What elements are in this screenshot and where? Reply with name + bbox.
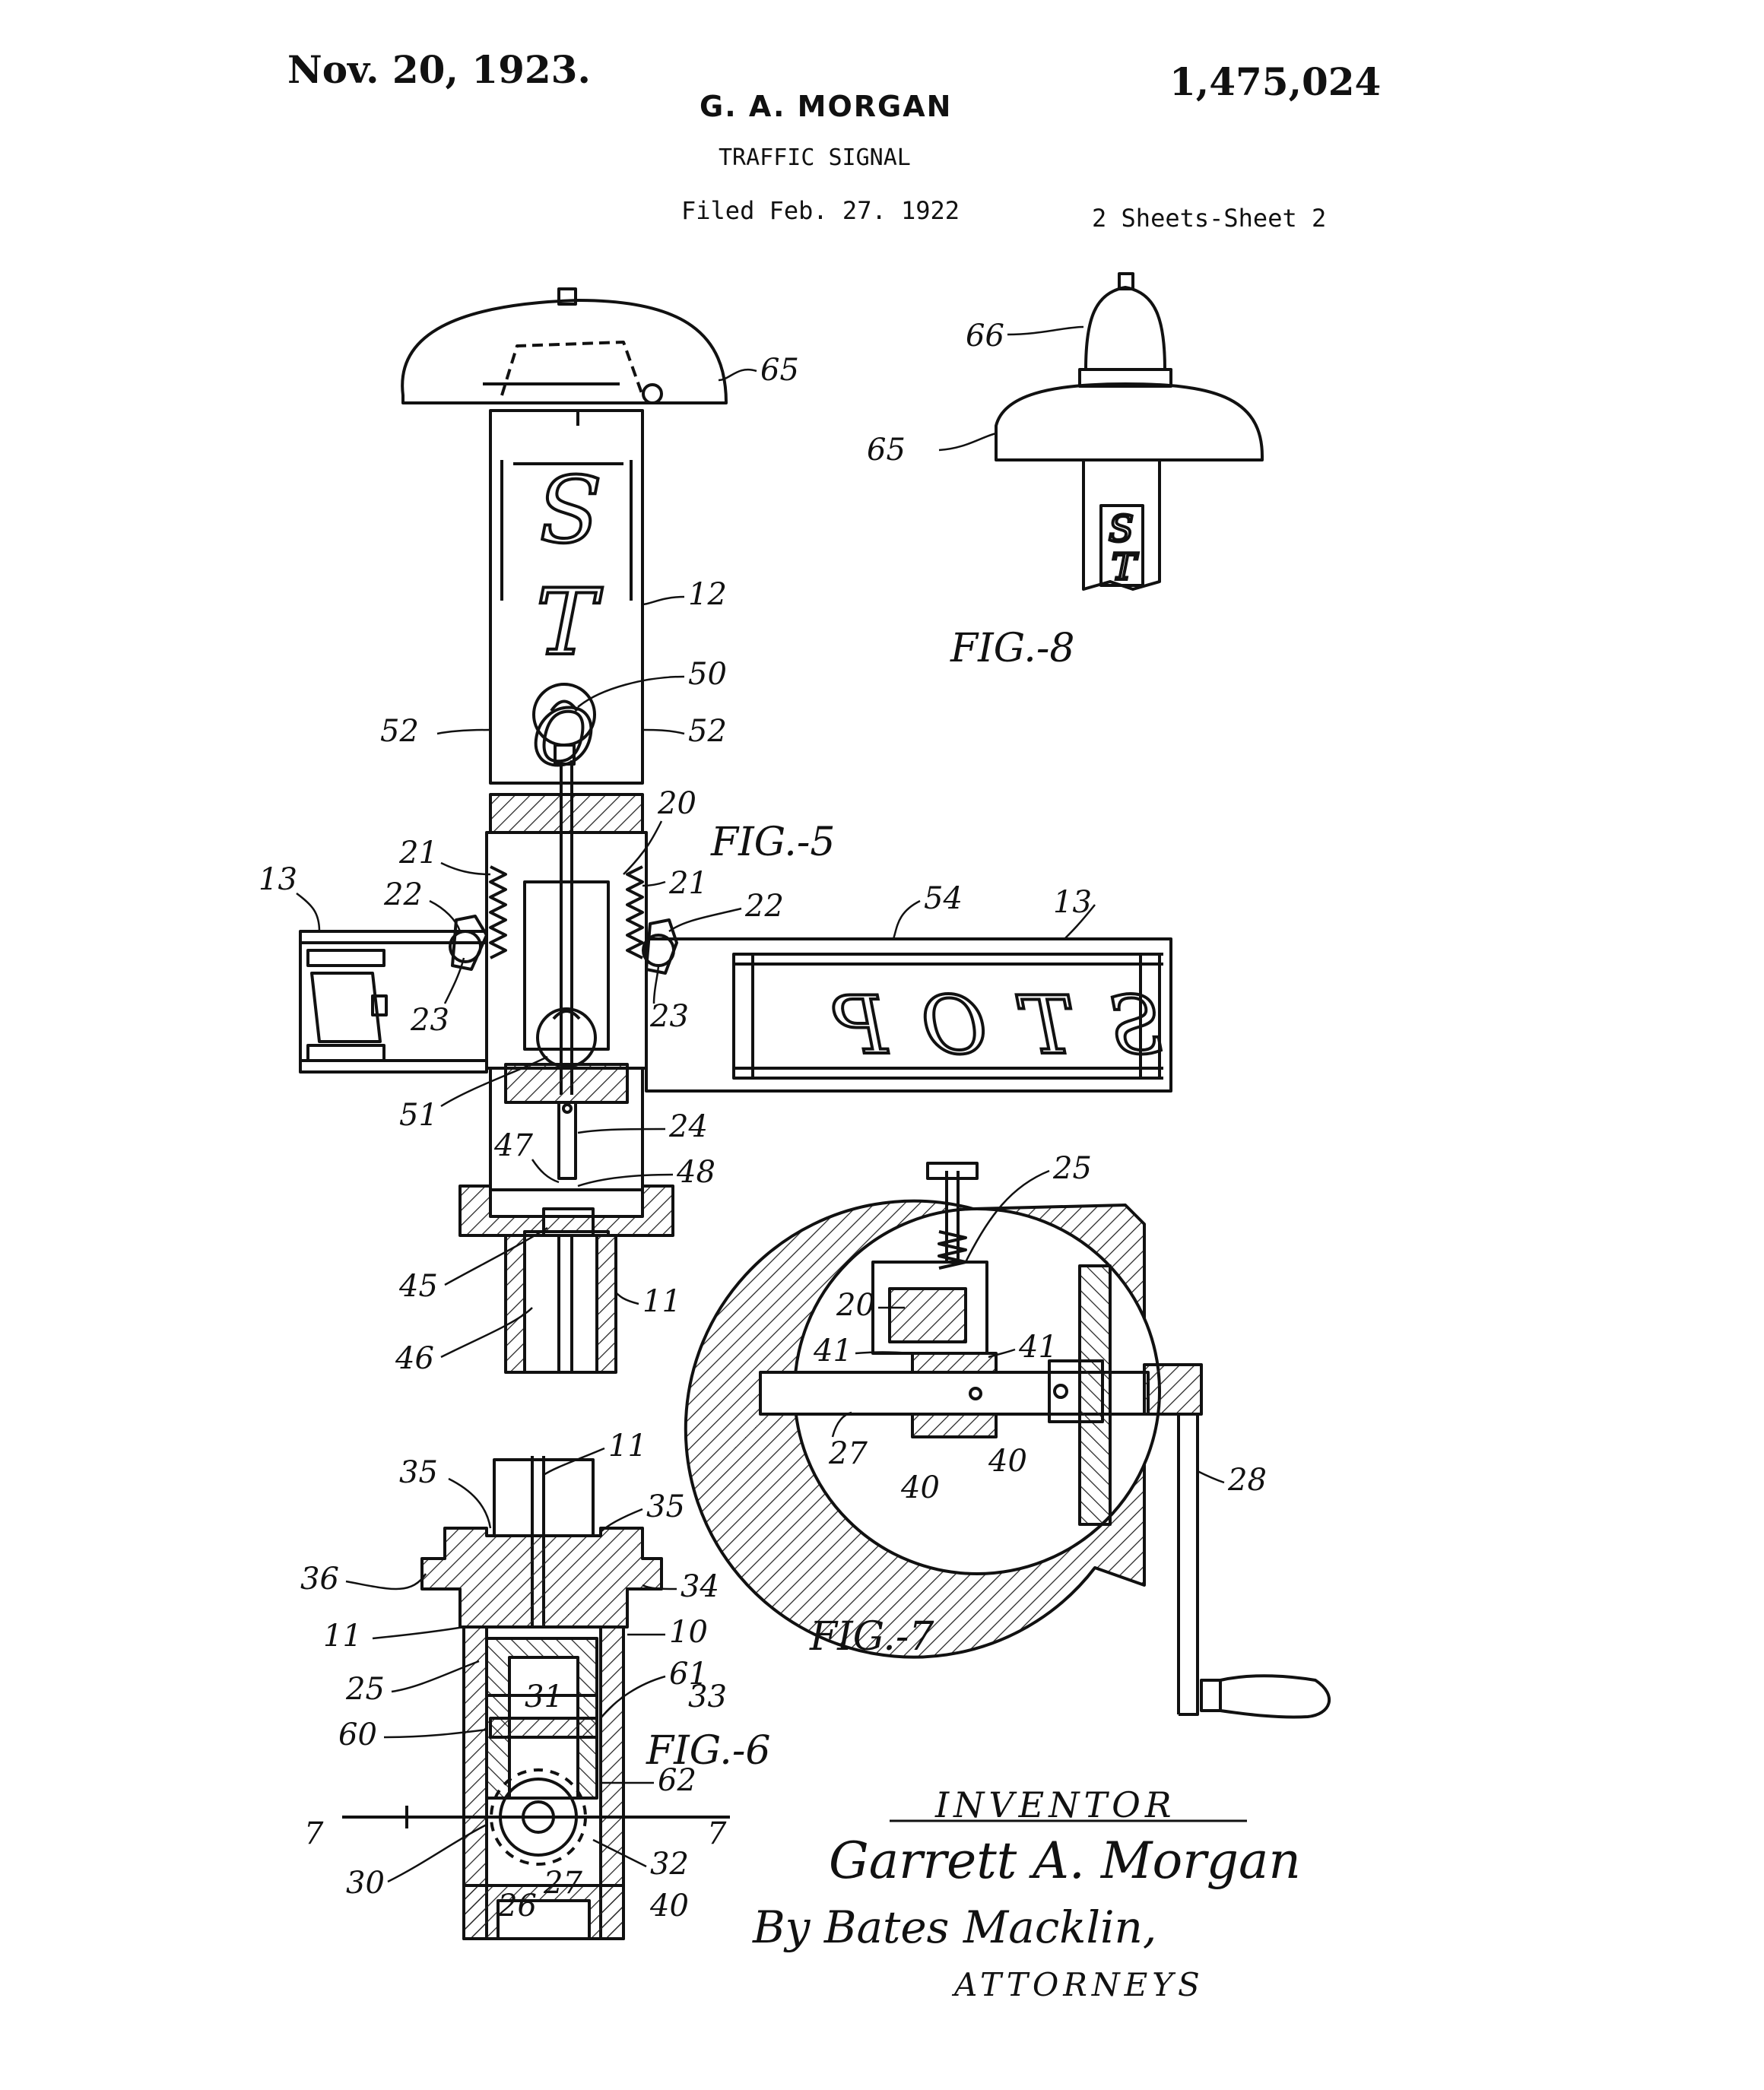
fig5-label: FIG.-5 [710,820,836,865]
ref-numeral: 52 [380,714,419,749]
ref-numeral: 66 [966,319,1004,354]
inventor-signature: Garrett A. Morgan [829,1832,1301,1890]
fig8-label: FIG.-8 [950,626,1075,671]
ref-numeral: 30 [346,1866,385,1901]
ref-numeral: 21 [398,836,438,871]
ref-numeral: 11 [323,1619,362,1654]
ref-numeral: 35 [646,1489,685,1524]
fig5-left-arm [300,931,487,1072]
sign-letter: O [532,693,595,782]
attorneys-label: ATTORNEYS [951,1966,1204,2003]
sign-letter: T [536,570,603,676]
ref-numeral: 41 [813,1334,852,1368]
ref-numeral: 23 [410,1003,449,1038]
ref-numeral: 60 [338,1717,377,1752]
ref-numeral: 65 [867,433,906,468]
inventor-heading: INVENTOR [934,1784,1176,1825]
ref-numeral: 24 [668,1109,708,1144]
ref-numeral: 34 [681,1569,719,1604]
ref-numeral: 40 [988,1444,1027,1479]
ref-numeral: 40 [649,1889,689,1923]
sign-letter: T [1112,546,1138,588]
ref-numeral: 33 [688,1679,727,1714]
ref-numeral: 22 [744,889,784,924]
fig5-gear-housing [487,833,646,1068]
ref-numeral: 52 [688,714,727,749]
ref-numeral: 20 [836,1288,875,1323]
ref-numeral: 40 [900,1470,940,1505]
ref-numeral: 23 [649,999,689,1034]
ref-numeral: 36 [300,1562,339,1597]
ref-numeral: 26 [497,1889,537,1923]
ref-numeral: 51 [399,1098,438,1133]
fig5-bell-cap [402,300,726,403]
ref-numeral: 32 [650,1847,689,1882]
ref-numeral: 35 [399,1455,438,1490]
ref-numeral: 50 [688,657,727,692]
ref-numeral: 65 [760,353,799,388]
ref-numeral: 25 [345,1672,385,1707]
ref-numeral: 46 [395,1341,434,1376]
ref-numeral: 11 [642,1284,681,1319]
ref-numeral: 11 [608,1429,647,1464]
ref-numeral: 22 [383,877,423,912]
ref-numeral: 13 [259,862,297,897]
ref-numeral: 27 [543,1866,582,1901]
sign-letter: S [1109,508,1134,550]
ref-numeral: 25 [1052,1151,1092,1186]
fig7-drawing [686,1163,1329,1717]
sign-letter: S [538,453,601,559]
attorney-signature: By Bates Macklin, [752,1901,1156,1953]
horizontal-stop-sign: STOP [799,979,1163,1072]
ref-numeral: 27 [828,1436,868,1471]
ref-numeral: 48 [676,1155,715,1190]
ref-numeral: 47 [493,1128,533,1163]
ref-numeral: 7 [304,1816,324,1851]
fig7-label: FIG.-7 [809,1614,934,1660]
ref-numeral: 7 [707,1816,727,1851]
ref-numeral: 54 [924,881,963,916]
ref-numeral: 28 [1227,1463,1267,1498]
ref-numeral: 20 [657,786,696,821]
ref-numeral: 12 [688,577,727,612]
ref-numeral: 21 [668,866,708,901]
ref-numeral: 62 [658,1763,696,1798]
ref-numeral: 31 [525,1679,563,1714]
ref-numeral: 10 [669,1615,708,1650]
ref-numeral: 45 [398,1269,438,1304]
ref-numeral: 41 [1018,1330,1058,1365]
signature-block: INVENTOR Garrett A. Morgan By Bates Mack… [752,1784,1301,2003]
